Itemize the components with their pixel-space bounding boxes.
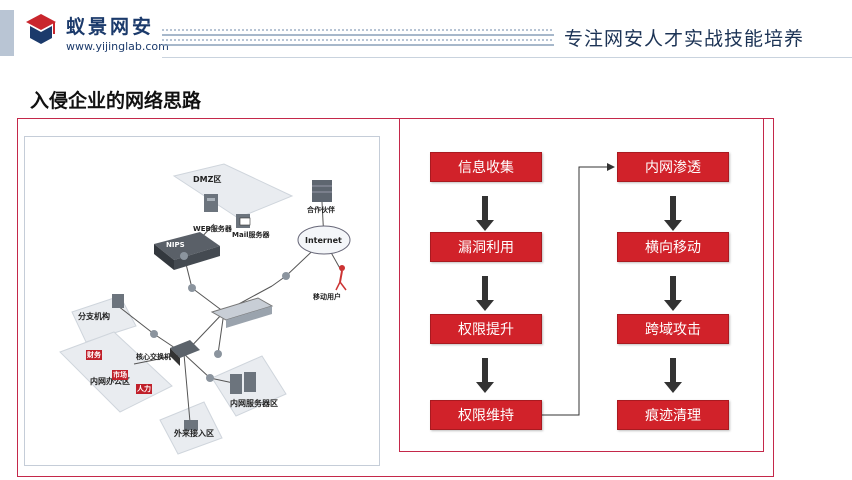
logo-icon xyxy=(26,14,56,44)
outer-frame xyxy=(17,118,774,477)
step-privilege-escalation: 权限提升 xyxy=(430,314,542,344)
routers xyxy=(150,252,290,382)
mobile-user-label: 移动用户 xyxy=(313,293,341,301)
office-zone-label: 内网办公区 xyxy=(90,377,130,386)
flow-connectors xyxy=(476,163,682,416)
step-cross-domain-attack: 跨域攻击 xyxy=(617,314,729,344)
mail-server-device xyxy=(236,214,251,228)
arrow-left-1 xyxy=(476,196,494,231)
arrow-right-2 xyxy=(664,276,682,311)
dept-market-label: 市场 xyxy=(112,370,128,380)
nips-label: NIPS xyxy=(166,241,185,249)
mail-server-label: Mail服务器 xyxy=(232,231,270,239)
partner-building xyxy=(312,180,332,202)
brand-url: www.yijinglab.com xyxy=(66,40,169,53)
step-trace-cleanup: 痕迹清理 xyxy=(617,400,729,430)
arrow-right-3 xyxy=(664,358,682,393)
nips-device xyxy=(154,232,220,270)
internet-cloud xyxy=(297,225,351,255)
connector-persistence-to-lateral xyxy=(542,163,615,416)
dmz-zone-shape xyxy=(172,163,294,219)
web-server-device xyxy=(204,194,218,212)
brand-name: 蚁景网安 xyxy=(66,16,155,38)
branch-server-device xyxy=(112,294,124,308)
slogan: 专注网安人才实战技能培养 xyxy=(564,28,805,50)
step-lateral-movement: 横向移动 xyxy=(617,232,729,262)
external-pc-device xyxy=(184,420,198,430)
core-switch-device xyxy=(170,340,200,366)
page-title: 入侵企业的网络思路 xyxy=(30,90,202,112)
step-vuln-exploit: 漏洞利用 xyxy=(430,232,542,262)
header: 蚁景网安 www.yijinglab.com 专注网安人才实战技能培养 xyxy=(0,0,852,64)
arrow-left-3 xyxy=(476,358,494,393)
internet-label: Internet xyxy=(305,236,342,245)
web-server-label: WEB服务器 xyxy=(193,225,232,233)
server-rack-device xyxy=(230,372,256,394)
down-arrows xyxy=(476,196,682,393)
header-rule xyxy=(162,57,852,58)
dept-hr-label: 人力 xyxy=(136,384,152,394)
step-info-gathering: 信息收集 xyxy=(430,152,542,182)
step-persistence: 权限维持 xyxy=(430,400,542,430)
server-zone-label: 内网服务器区 xyxy=(230,399,278,408)
partner-label: 合作伙伴 xyxy=(307,206,335,214)
mobile-user-figure xyxy=(335,265,347,291)
header-accent-bar xyxy=(0,10,14,56)
external-access-label: 外来接入区 xyxy=(174,429,214,438)
dept-finance-label: 财务 xyxy=(86,350,102,360)
core-switch-label: 核心交换机 xyxy=(136,353,171,361)
arrow-left-2 xyxy=(476,276,494,311)
step-intranet-penetration: 内网渗透 xyxy=(617,152,729,182)
branch-label: 分支机构 xyxy=(78,312,110,321)
dmz-label: DMZ区 xyxy=(193,175,222,184)
header-decor-lines xyxy=(162,29,554,46)
firewall-device xyxy=(210,297,274,328)
arrow-right-1 xyxy=(664,196,682,231)
